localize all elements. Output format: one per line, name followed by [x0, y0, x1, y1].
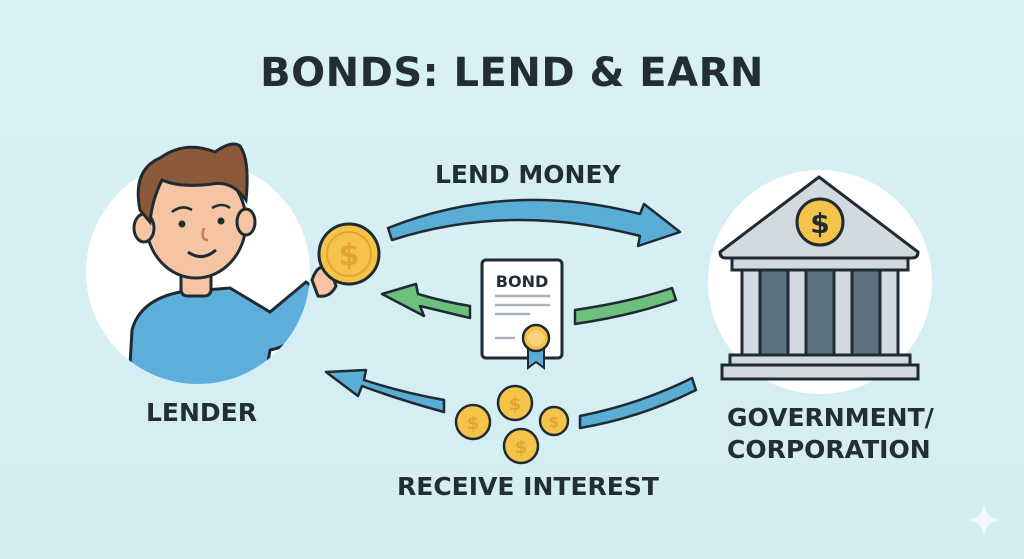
svg-text:$: $: [515, 437, 528, 458]
lend-money-arrow: [386, 198, 682, 248]
receive-interest-label: RECEIVE INTEREST: [397, 472, 659, 501]
svg-text:$: $: [549, 413, 559, 431]
svg-text:$: $: [339, 238, 360, 273]
svg-text:$: $: [810, 207, 829, 240]
page-title: BONDS: LEND & EARN: [260, 50, 764, 96]
receive-interest-arrow: [324, 368, 698, 430]
sparkle-icon: [968, 504, 1000, 536]
svg-text:$: $: [467, 413, 480, 434]
government-label-line1: GOVERNMENT/: [727, 403, 934, 432]
lender-label: LENDER: [146, 398, 258, 427]
lender-icon: $: [86, 142, 381, 384]
svg-text:$: $: [509, 394, 522, 415]
government-label-line2: CORPORATION: [727, 435, 931, 464]
dollar-coin-icon: $ $ $ $: [454, 384, 570, 465]
lend-money-label: LEND MONEY: [435, 160, 621, 189]
government-corporation-label: GOVERNMENT/ CORPORATION: [727, 402, 934, 466]
bank-building-icon: $: [708, 170, 932, 394]
bond-return-arrow: [380, 282, 678, 326]
bond-title: BOND: [496, 272, 548, 291]
certificate-icon: [480, 258, 564, 370]
